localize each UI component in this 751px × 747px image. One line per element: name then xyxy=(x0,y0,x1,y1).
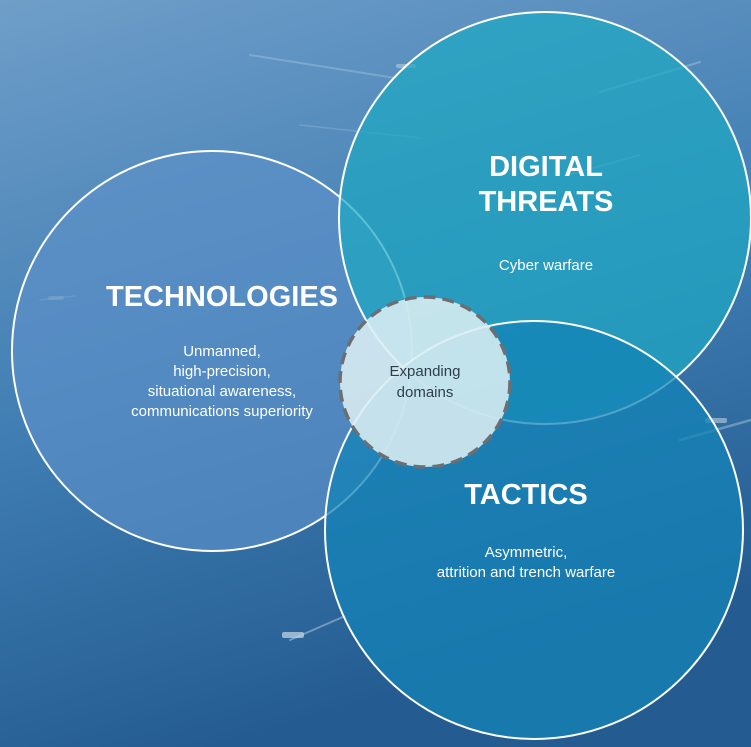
tactics-description: Asymmetric, attrition and trench warfare xyxy=(356,543,696,583)
tactics-line: attrition and trench warfare xyxy=(436,564,616,581)
digital-threats-subtitle: Cyber warfare xyxy=(498,257,594,274)
technologies-line: high-precision, xyxy=(173,363,271,380)
digital-threats-title-line: THREATS xyxy=(478,186,614,218)
tactics-line: Asymmetric, xyxy=(484,544,568,561)
digital-threats-title-line: DIGITAL xyxy=(489,151,603,183)
digital-threats-title: DIGITAL THREATS xyxy=(396,150,696,220)
expanding-domains-line: domains xyxy=(396,384,454,401)
expanding-domains-label: Expanding domains xyxy=(345,361,505,403)
expanding-domains-circle xyxy=(338,295,512,469)
technologies-line: communications superiority xyxy=(131,403,313,420)
technologies-title: TECHNOLOGIES xyxy=(105,281,338,313)
technologies-description: Unmanned, high-precision, situational aw… xyxy=(72,342,372,422)
expanding-domains-line: Expanding xyxy=(389,363,461,380)
tactics-title: TACTICS xyxy=(464,479,588,511)
technologies-line: situational awareness, xyxy=(147,383,297,400)
technologies-line: Unmanned, xyxy=(183,343,261,360)
